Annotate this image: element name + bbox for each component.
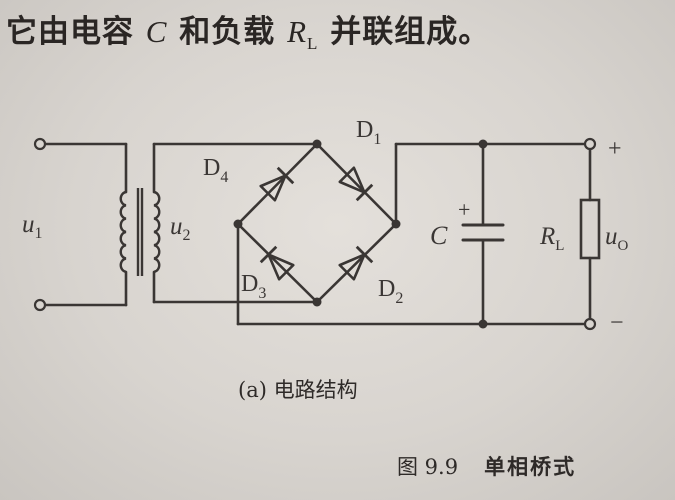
junction-dot-bottom bbox=[312, 297, 322, 307]
capacitor-label: C bbox=[430, 221, 448, 250]
terminals bbox=[33, 137, 597, 331]
output-terminal-negative bbox=[583, 317, 597, 331]
circuit-wires bbox=[43, 142, 592, 326]
bridge-edge-bottom-left bbox=[236, 222, 319, 304]
d3-label: D3 bbox=[241, 271, 266, 302]
capacitor-polarity-plus: + bbox=[458, 197, 470, 222]
load-symbol-letter: R bbox=[287, 14, 308, 49]
text-prefix: 它由电容 bbox=[6, 14, 134, 50]
bridge-edge-top-left bbox=[236, 142, 319, 226]
subfigure-caption: (a) 电路结构 bbox=[238, 378, 358, 402]
capacitor-symbol: C bbox=[145, 14, 168, 49]
secondary-voltage-label: u2 bbox=[170, 213, 191, 244]
capacitor bbox=[461, 223, 505, 242]
body-text-line: 它由电容 C 和负载 RL 并联组成。 bbox=[6, 6, 490, 54]
junction-dots bbox=[233, 139, 488, 329]
text-suffix: 并联组成。 bbox=[330, 14, 491, 50]
junction-dot-cap-bottom bbox=[478, 319, 488, 329]
junction-dot-right bbox=[391, 219, 401, 229]
bridge-edge-top-right bbox=[315, 142, 398, 226]
input-terminal-top bbox=[33, 137, 47, 151]
output-plus-sign: + bbox=[608, 136, 622, 162]
junction-dot-cap-top bbox=[478, 139, 488, 149]
figure-caption: 图 9.9 单相桥式 bbox=[397, 451, 576, 481]
primary-coil bbox=[119, 190, 127, 273]
input-terminal-bottom bbox=[33, 298, 47, 312]
figure-title: 单相桥式 bbox=[484, 454, 577, 479]
load-label: RL bbox=[539, 223, 564, 254]
text-mid: 和负载 bbox=[179, 14, 276, 50]
figure-number: 图 9.9 bbox=[397, 455, 459, 479]
junction-dot-top bbox=[312, 139, 322, 149]
d2-label: D2 bbox=[378, 276, 403, 307]
output-voltage-label: uO bbox=[605, 223, 629, 254]
transformer bbox=[119, 188, 161, 276]
junction-dot-left bbox=[233, 219, 243, 229]
d1-label: D1 bbox=[356, 117, 381, 148]
output-terminal-positive bbox=[583, 137, 597, 151]
input-voltage-label: u1 bbox=[22, 211, 43, 242]
load-resistor bbox=[579, 198, 601, 260]
output-minus-sign: − bbox=[610, 310, 624, 336]
bridge-edge-bottom-right bbox=[315, 222, 398, 304]
d4-label: D4 bbox=[203, 155, 228, 186]
load-symbol-subscript: L bbox=[307, 34, 319, 54]
load-symbol: RL bbox=[287, 14, 318, 53]
secondary-coil bbox=[153, 190, 161, 273]
